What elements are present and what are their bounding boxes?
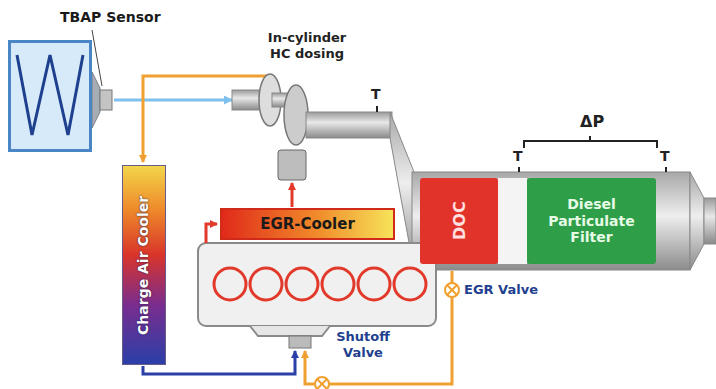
turbocharger bbox=[232, 74, 308, 180]
engine-block bbox=[198, 243, 436, 326]
engine-block bbox=[289, 336, 311, 348]
box-label: Charge Air Cooler bbox=[136, 195, 153, 334]
cylinder-circles bbox=[358, 268, 390, 300]
sensor-tick bbox=[518, 167, 520, 172]
aftertreatment-canister bbox=[498, 178, 527, 264]
leader-line bbox=[92, 30, 102, 86]
box-heading: TBAP Sensor bbox=[60, 9, 161, 26]
aftertreatment-canister bbox=[704, 198, 716, 244]
cylinder-circles bbox=[286, 268, 318, 300]
valve-symbol bbox=[315, 377, 329, 389]
box-label: Diesel Particulate Filter bbox=[533, 196, 650, 246]
cylinder-circles bbox=[394, 268, 426, 300]
turbocharger bbox=[284, 85, 308, 145]
boost-air-line bbox=[143, 76, 268, 162]
valve-symbol bbox=[447, 285, 457, 295]
valve-symbol bbox=[445, 283, 459, 297]
turbocharger bbox=[278, 150, 306, 180]
engine-block bbox=[198, 243, 436, 348]
sensor-tick bbox=[376, 106, 378, 112]
egr-flow-arrow bbox=[291, 183, 294, 207]
cooler-box: EGR-Cooler bbox=[220, 208, 395, 240]
filter-box: Diesel Particulate Filter bbox=[527, 178, 656, 264]
sensor-label: T bbox=[371, 86, 381, 104]
valve-symbol bbox=[447, 285, 457, 295]
cylinder-circles bbox=[250, 268, 282, 300]
egr-flow-arrow bbox=[206, 224, 217, 243]
valve-label: Shutoff Valve bbox=[334, 329, 392, 362]
valve-label: EGR Valve bbox=[464, 282, 538, 298]
pressure-label: ΔP bbox=[580, 112, 604, 132]
valve-symbol bbox=[317, 379, 327, 389]
valve-symbol bbox=[317, 379, 327, 389]
aftertreatment-canister bbox=[390, 112, 716, 270]
part-label: In-cylinder HC dosing bbox=[262, 30, 352, 63]
engine-block bbox=[250, 326, 330, 336]
exhaust-pipe bbox=[306, 112, 392, 138]
sensor-label: T bbox=[660, 148, 670, 166]
sensor-box: TBAP Sensor bbox=[8, 40, 92, 152]
cooler-box: Charge Air Cooler bbox=[122, 165, 166, 365]
box-label: EGR-Cooler bbox=[260, 215, 355, 233]
filter-zigzag bbox=[11, 43, 89, 149]
sensor-neck bbox=[100, 90, 112, 110]
box-label: DOC bbox=[449, 202, 468, 241]
sensor-neck bbox=[92, 72, 100, 128]
valve-symbol bbox=[445, 283, 459, 297]
cylinder-circles bbox=[214, 268, 246, 300]
aftertreatment-canister bbox=[412, 172, 690, 270]
filter-zigzag bbox=[17, 55, 83, 135]
pressure-bracket bbox=[524, 136, 657, 148]
cylinder-circles bbox=[322, 268, 354, 300]
sensor-tick bbox=[665, 167, 667, 172]
intake-air-arrow bbox=[114, 99, 232, 102]
cylinder-circles bbox=[214, 268, 426, 300]
valve-symbol bbox=[315, 377, 329, 389]
aftertreatment-canister bbox=[690, 172, 704, 270]
egr-line bbox=[305, 271, 452, 384]
sensor-label: T bbox=[513, 148, 523, 166]
catalyst-box: DOC bbox=[420, 178, 498, 264]
sensor-neck bbox=[92, 72, 112, 128]
